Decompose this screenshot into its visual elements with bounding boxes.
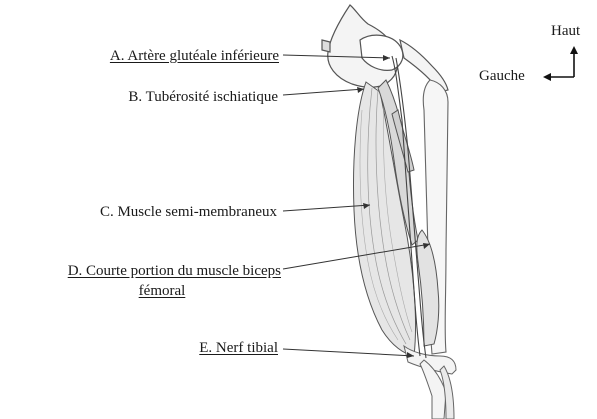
compass-up-label: Haut [551, 22, 580, 40]
pelvis [322, 5, 448, 92]
leader-e [283, 349, 414, 356]
compass-left-label: Gauche [479, 67, 525, 85]
compass-arrowheads [543, 46, 578, 81]
label-biceps-short-head-line2: fémoral [119, 282, 205, 300]
orientation-compass [548, 51, 574, 77]
label-ischial-tuberosity: B. Tubérosité ischiatique [128, 88, 278, 106]
label-biceps-short-head-line1: D. Courte portion du muscle biceps [68, 262, 281, 280]
label-inferior-gluteal-artery: A. Artère glutéale inférieure [110, 47, 279, 65]
leader-b [283, 89, 364, 95]
knee [404, 346, 456, 419]
label-semimembranosus: C. Muscle semi-membraneux [100, 203, 277, 221]
label-tibial-nerve: E. Nerf tibial [199, 339, 278, 357]
